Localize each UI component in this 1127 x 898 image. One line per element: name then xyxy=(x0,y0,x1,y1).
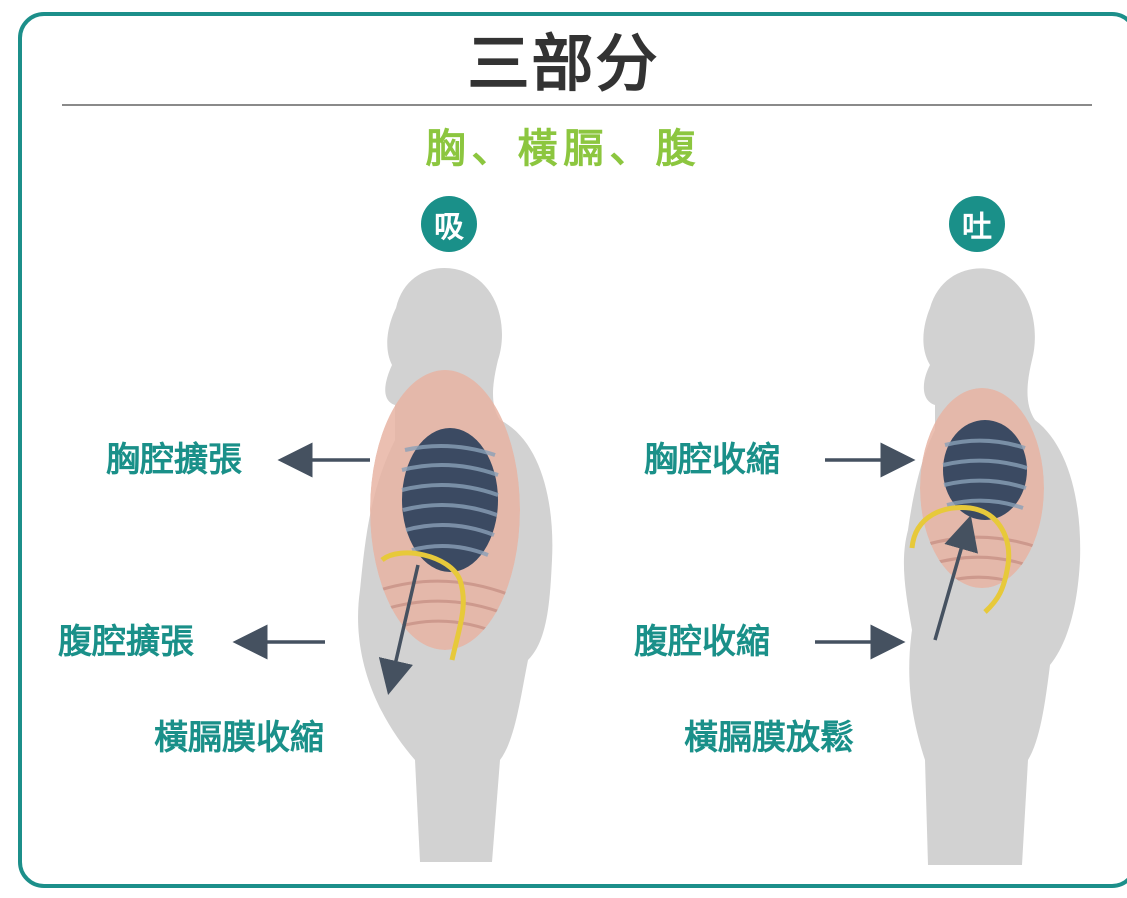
exhale-diaphragm-label: 橫膈膜放鬆 xyxy=(684,718,854,758)
exhale-badge: 吐 xyxy=(949,196,1005,252)
inhale-chest-label: 胸腔擴張 xyxy=(106,440,242,480)
inhale-ribcage xyxy=(370,370,520,650)
inhale-badge: 吸 xyxy=(421,196,477,252)
exhale-abdomen-label: 腹腔收縮 xyxy=(634,622,770,662)
inhale-diaphragm-label: 橫膈膜收縮 xyxy=(154,718,324,758)
exhale-ribcage xyxy=(920,388,1044,588)
exhale-chest-label: 胸腔收縮 xyxy=(644,440,780,480)
inhale-abdomen-label: 腹腔擴張 xyxy=(58,622,194,662)
